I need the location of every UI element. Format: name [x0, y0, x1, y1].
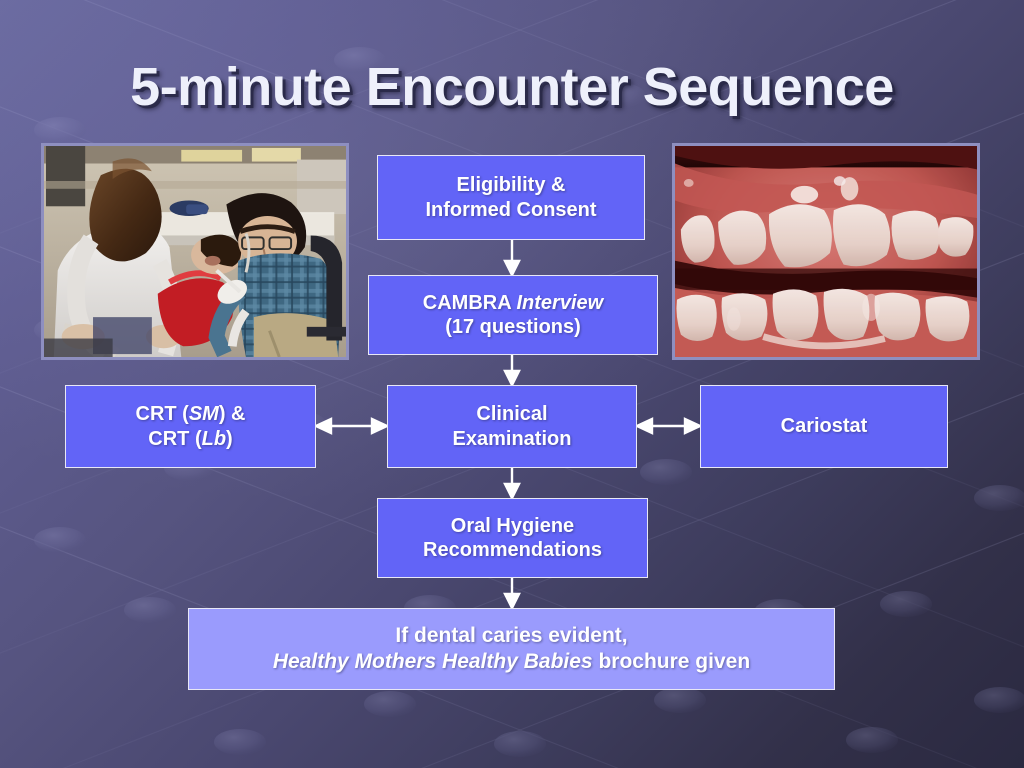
flow-box-brochure[interactable]: If dental caries evident, Healthy Mother…: [188, 608, 835, 690]
brochure-line-2-suffix: brochure given: [592, 650, 751, 673]
crt-sm-italic: SM: [188, 403, 219, 426]
flow-box-clinical-examination[interactable]: Clinical Examination: [387, 385, 637, 468]
eligibility-line-2: Informed Consent: [425, 198, 597, 221]
brochure-line-1: If dental caries evident,: [395, 624, 628, 648]
crt-lb-italic: Lb: [201, 427, 227, 450]
flow-box-crt[interactable]: CRT (SM) & CRT (Lb): [65, 385, 316, 468]
eligibility-line-1: Eligibility &: [456, 174, 566, 197]
crt-lb-suffix: ): [226, 427, 233, 450]
clinic-photo-image: [44, 146, 346, 357]
intraoral-photo-image: [675, 146, 977, 357]
intraoral-photo: [672, 143, 980, 360]
hygiene-line-1: Oral Hygiene: [450, 514, 575, 537]
cambra-questions-count: (17 questions): [445, 316, 581, 338]
crt-sm-suffix: ) &: [218, 403, 246, 426]
crt-sm-prefix: CRT (: [135, 403, 189, 426]
flow-box-cambra-text: CAMBRA Interview (17 questions): [423, 291, 603, 340]
clinical-line-1: Clinical: [476, 403, 548, 426]
flow-box-oral-hygiene[interactable]: Oral Hygiene Recommendations: [377, 498, 648, 578]
flow-box-eligibility[interactable]: Eligibility & Informed Consent: [377, 155, 645, 240]
flow-box-cariostat[interactable]: Cariostat: [700, 385, 948, 468]
flow-box-cambra-interview[interactable]: CAMBRA Interview (17 questions): [368, 275, 658, 355]
cambra-interview-italic: Interview: [516, 291, 604, 314]
clinical-line-2: Examination: [452, 427, 572, 450]
flow-box-crt-text: CRT (SM) & CRT (Lb): [136, 402, 246, 451]
clinic-photo: [41, 143, 349, 360]
flow-box-eligibility-text: Eligibility & Informed Consent: [425, 173, 596, 222]
brochure-title-italic: Healthy Mothers Healthy Babies: [272, 650, 593, 673]
flow-box-clinical-text: Clinical Examination: [453, 402, 572, 451]
hygiene-line-2: Recommendations: [423, 539, 602, 561]
cariostat-label: Cariostat: [780, 415, 868, 438]
flow-box-hygiene-text: Oral Hygiene Recommendations: [423, 514, 602, 563]
flow-box-brochure-text: If dental caries evident, Healthy Mother…: [273, 623, 750, 674]
cambra-label: CAMBRA: [422, 291, 517, 314]
slide-title: 5-minute Encounter Sequence: [130, 57, 894, 117]
crt-lb-prefix: CRT (: [148, 427, 202, 450]
